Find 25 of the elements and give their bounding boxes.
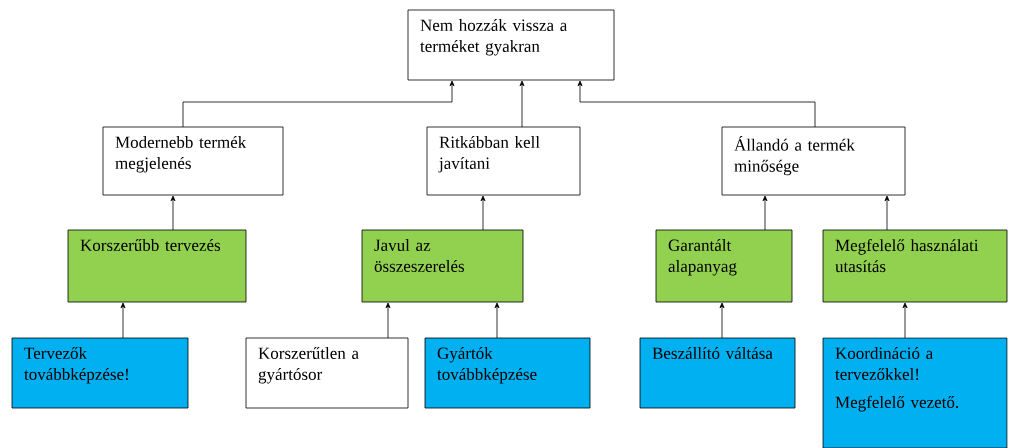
arrow: [385, 302, 391, 339]
factor-box: Javul az összeszerelés: [361, 229, 524, 303]
factor-box: Garantált alapanyag: [655, 229, 793, 303]
arrow: [577, 80, 816, 128]
problem-box: Korszerűtlen a gyártósor: [245, 337, 409, 409]
arrow: [480, 195, 486, 231]
arrow: [762, 195, 768, 231]
arrow: [182, 80, 455, 128]
arrow: [170, 195, 176, 231]
arrow: [120, 302, 126, 339]
arrow: [519, 80, 525, 128]
action-box: Beszállító váltása: [639, 337, 796, 409]
factor-box: Korszerűbb tervezés: [67, 229, 247, 303]
action-box: Gyártók továbbképzése: [424, 337, 591, 409]
goal-box: Nem hozzák vissza a terméket gyakran: [407, 9, 615, 81]
arrow: [884, 195, 890, 231]
arrow: [719, 302, 725, 339]
arrow: [902, 302, 908, 339]
cause-box: Állandó a termék minősége: [721, 126, 906, 196]
factor-box: Megfelelő használati utasítás: [822, 229, 1008, 303]
action-box: Tervezők továbbképzése!: [11, 337, 189, 409]
cause-box: Ritkábban kell javítani: [426, 126, 581, 196]
cause-box: Modernebb termék megjelenés: [102, 126, 284, 196]
action-box: Koordináció a tervezőkkel! Megfelelő vezető.: [822, 337, 1008, 448]
arrow: [494, 302, 500, 339]
